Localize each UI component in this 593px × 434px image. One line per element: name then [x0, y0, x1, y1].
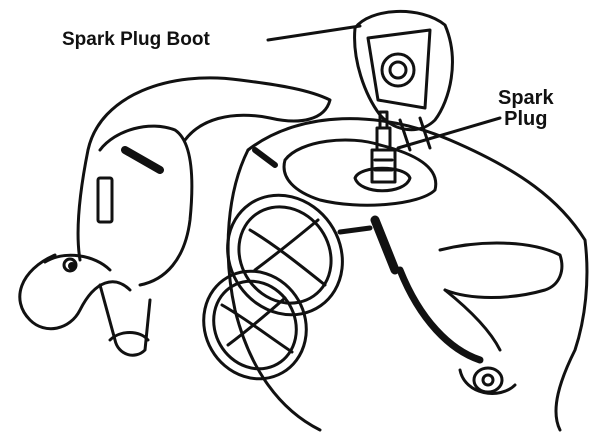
leader-line-plug: [398, 118, 500, 148]
spark-plug-label: Spark Plug: [498, 88, 554, 130]
housing-stripe: [400, 270, 480, 360]
side-cover: [440, 243, 562, 297]
leader-line-boot: [268, 26, 360, 40]
handle-linkage: [100, 285, 150, 355]
spark-plug-boot: [355, 11, 453, 150]
vent-grille-lower: [184, 252, 326, 397]
left-cover: [100, 126, 192, 285]
vent-grille-upper: [204, 173, 365, 338]
spark-plug-label-line2: Plug: [498, 109, 554, 130]
rear-cover: [78, 78, 330, 260]
spark-plug-label-line1: Spark: [498, 88, 554, 109]
engine-housing: [228, 119, 587, 430]
spark-plug-boot-label: Spark Plug Boot: [62, 30, 210, 50]
